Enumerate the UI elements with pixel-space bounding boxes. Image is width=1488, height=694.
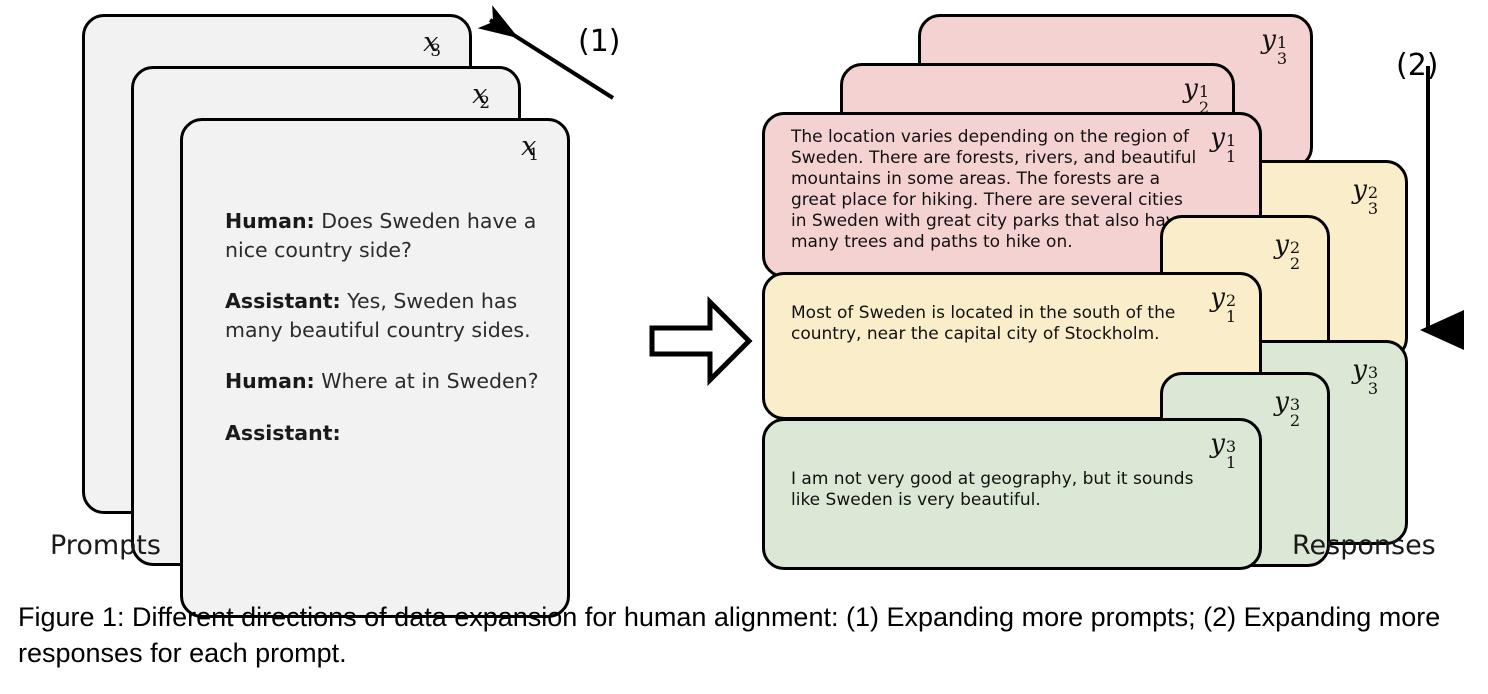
figure-diagram: x3 x2 x1 Human: Does Sweden have a nice … bbox=[50, 5, 1464, 618]
conversation-turn: Assistant: bbox=[225, 419, 547, 448]
turn-speaker: Assistant: bbox=[225, 420, 341, 445]
figure-caption: Figure 1: Different directions of data e… bbox=[18, 602, 1441, 668]
arrow-expand-prompts bbox=[477, 5, 615, 100]
turn-text: Does Sweden have a nice country side? bbox=[225, 209, 537, 263]
prompt-conversation: Human: Does Sweden have a nice country s… bbox=[225, 207, 547, 448]
turn-speaker: Human: bbox=[225, 369, 315, 394]
conversation-turn: Human: Where at in Sweden? bbox=[225, 367, 547, 396]
turn-text: Where at in Sweden? bbox=[314, 369, 539, 394]
response-text-y1-2: Most of Sweden is located in the south o… bbox=[791, 303, 1176, 345]
turn-speaker: Assistant: bbox=[225, 289, 341, 314]
response-text-y1-1: The location varies depending on the reg… bbox=[791, 127, 1197, 253]
turn-text: Yes, Sweden has many beautiful country s… bbox=[225, 289, 531, 343]
arrow-label-2: (2) bbox=[1396, 48, 1439, 83]
arrow-expand-responses bbox=[1420, 66, 1464, 350]
conversation-turn: Human: Does Sweden have a nice country s… bbox=[225, 207, 547, 265]
response-text-y1-3: I am not very good at geography, but it … bbox=[791, 469, 1194, 511]
conversation-turn: Assistant: Yes, Sweden has many beautifu… bbox=[225, 287, 547, 345]
turn-speaker: Human: bbox=[225, 209, 315, 233]
flow-arrow-icon bbox=[649, 295, 753, 387]
prompt-card-label-x3: x3 bbox=[423, 27, 441, 61]
arrow-label-1: (1) bbox=[578, 24, 621, 59]
prompts-group-label: Prompts bbox=[50, 530, 161, 561]
prompt-card-label-x2: x2 bbox=[472, 79, 490, 113]
responses-group-label: Responses bbox=[1292, 530, 1436, 561]
prompt-card-label-x1: x1 bbox=[521, 131, 539, 165]
prompt-card-x1: x1 Human: Does Sweden have a nice countr… bbox=[180, 118, 570, 618]
